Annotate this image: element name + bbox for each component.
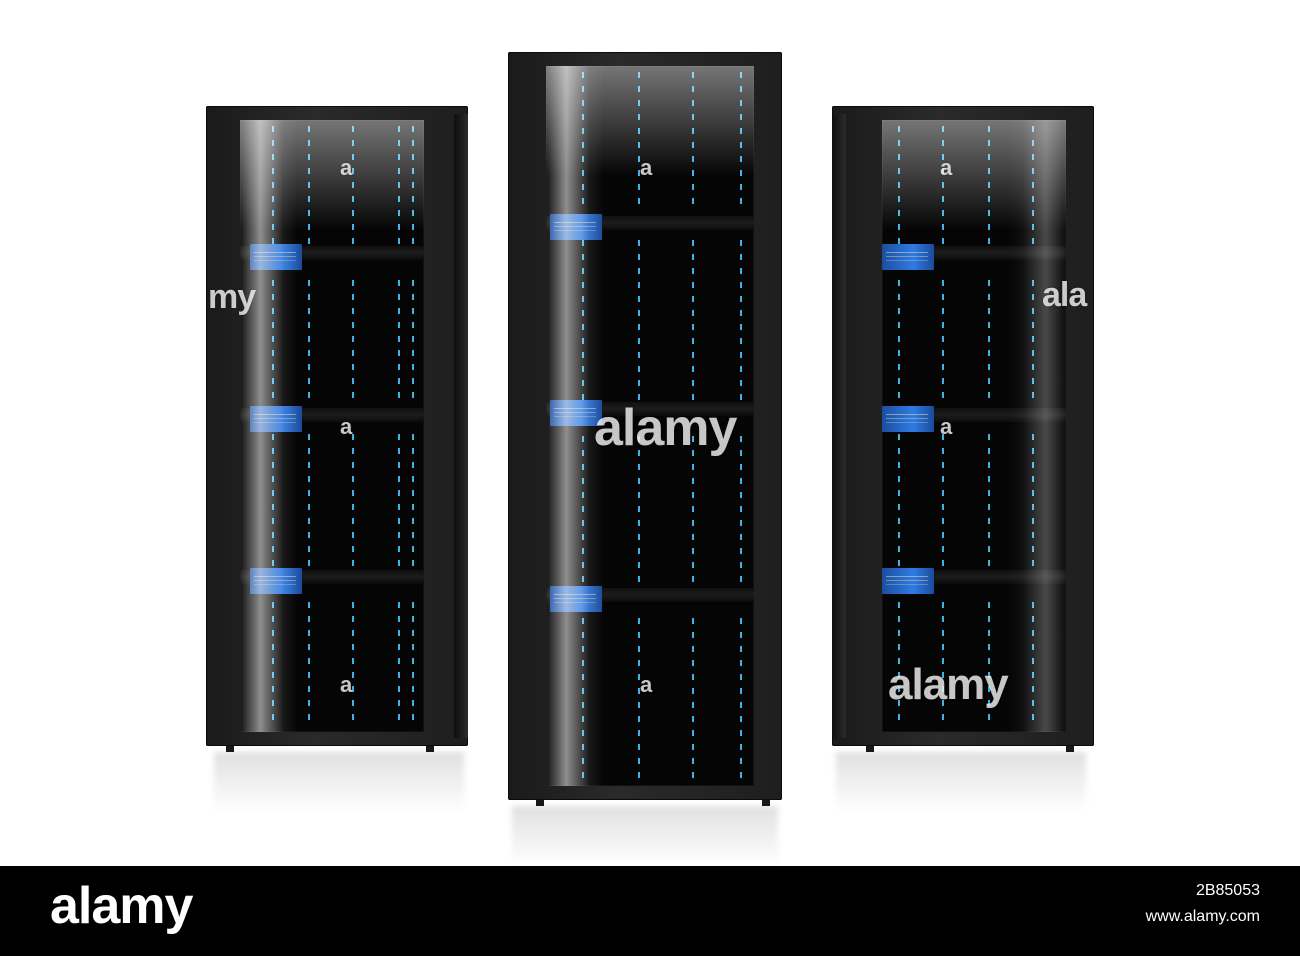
server-rack-left <box>206 106 468 752</box>
watermark-fragment: my <box>208 278 256 316</box>
image-id: 2B85053 <box>1195 882 1260 899</box>
server-rack-right <box>832 106 1094 752</box>
floor-reflection <box>836 752 1086 812</box>
floor-reflection <box>214 752 464 812</box>
brand-logo: alamy <box>50 877 193 935</box>
status-display-panel <box>882 568 934 594</box>
stock-footer-bar: alamy 2B85053 www.alamy.com <box>0 866 1300 956</box>
led-column <box>740 66 742 786</box>
watermark-bottom-right: alamy <box>888 660 1009 709</box>
rack-foot <box>426 746 434 752</box>
rack-foot <box>762 800 770 806</box>
led-column <box>898 120 900 732</box>
watermark-letter: a <box>640 672 652 697</box>
watermark-letter: a <box>340 414 352 439</box>
rack-foot <box>866 746 874 752</box>
led-column <box>352 120 354 732</box>
rack-glass-door <box>546 66 754 786</box>
watermark-letter: a <box>940 414 952 439</box>
rack-glass-door <box>240 120 424 732</box>
watermark-center: alamy <box>594 399 737 457</box>
rack-foot <box>226 746 234 752</box>
watermark-letter: a <box>940 155 952 180</box>
image-info: 2B85053 www.alamy.com <box>1146 878 1260 930</box>
glass-highlight <box>546 66 754 176</box>
led-column <box>1032 120 1034 732</box>
watermark-letter: a <box>340 155 352 180</box>
rack-glass-door <box>882 120 1066 732</box>
watermark-fragment: ala <box>1042 276 1087 314</box>
rack-side-panel <box>832 114 846 738</box>
rack-foot <box>1066 746 1074 752</box>
glass-highlight <box>240 120 424 230</box>
site-url: www.alamy.com <box>1145 908 1260 925</box>
led-column <box>942 120 944 732</box>
led-column <box>398 120 400 732</box>
led-column <box>692 66 694 786</box>
photo-scene: a my a a a alamy a a a ala alamy <box>206 52 1094 866</box>
led-column <box>412 120 414 732</box>
led-column <box>308 120 310 732</box>
server-rack-center <box>508 52 782 806</box>
glass-reflection <box>240 120 298 732</box>
status-display-panel <box>882 244 934 270</box>
rack-side-panel <box>454 114 468 738</box>
led-column <box>988 120 990 732</box>
led-column <box>638 66 640 786</box>
status-display-panel <box>882 406 934 432</box>
floor-reflection <box>512 806 778 866</box>
rack-foot <box>536 800 544 806</box>
glass-reflection <box>546 66 604 786</box>
watermark-letter: a <box>340 672 352 697</box>
glass-highlight <box>882 120 1066 230</box>
watermark-letter: a <box>640 155 652 180</box>
